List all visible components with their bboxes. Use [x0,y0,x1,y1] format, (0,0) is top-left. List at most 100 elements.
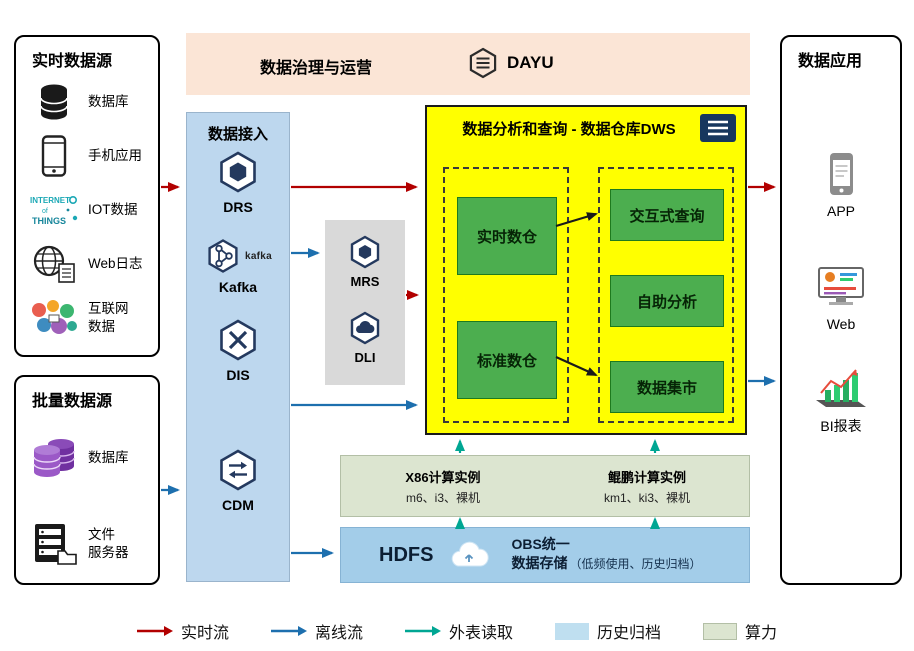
compute-panel: X86计算实例 m6、i3、裸机 鲲鹏计算实例 km1、ki3、裸机 [340,455,750,517]
legend-label: 离线流 [314,625,363,642]
governance-title: 数据治理与运营 [260,60,373,77]
app-item-bi: BI报表 [782,367,900,436]
drs-icon [220,151,256,193]
dli-icon [350,311,380,345]
consumer-interactive-query: 交互式查询 [610,189,724,241]
source-label: IOT数据 [88,202,138,218]
mobile-app-icon [28,135,80,177]
legend-compute: 算力 [703,619,777,643]
applications-panel: 数据应用 APP Web [780,35,902,585]
web-log-icon [28,244,80,284]
consumer-self-service-analysis: 自助分析 [610,275,724,327]
source-item-mobile: 手机应用 [18,129,156,183]
warehouse-standard: 标准数仓 [457,321,557,399]
bi-report-icon [816,369,866,407]
service-mrs: MRS [325,234,405,289]
batch-sources-panel: 批量数据源 数据库 [14,375,160,585]
internet-data-icon [28,298,80,338]
iot-icon: INTERNET of THINGS [28,191,80,229]
source-item-database: 数据库 [18,75,156,129]
warehouse-realtime: 实时数仓 [457,197,557,275]
archive-swatch [555,622,589,640]
realtime-sources-panel: 实时数据源 数据库 手机应用 [14,35,160,357]
service-label: DRS [223,199,253,215]
file-server-icon [28,522,80,566]
offline-flow-arrow-icon [270,626,307,636]
svg-text:THINGS: THINGS [32,216,66,226]
legend-label: 历史归档 [597,625,662,642]
compute-col-kunpeng: 鲲鹏计算实例 km1、ki3、裸机 [545,456,749,516]
dws-title: 数据分析和查询 - 数据仓库DWS [462,121,676,138]
legend-offline-flow: 离线流 [270,619,363,643]
legend-realtime-flow: 实时流 [136,619,229,643]
obs-text-block: OBS统一 数据存储（低频使用、历史归档） [511,536,701,574]
storage-panel: HDFS OBS统一 数据存储（低频使用、历史归档） [340,527,750,583]
web-monitor-icon [818,267,864,305]
dayu-brand: DAYU [466,46,554,80]
svg-text:INTERNET: INTERNET [30,196,70,205]
processing-panel: MRS DLI [325,220,405,385]
realtime-flow-arrow-icon [136,626,173,636]
ingestion-title: 数据接入 [207,126,268,143]
kafka-icon-row: kafka [204,237,272,275]
hdfs-label: HDFS [379,543,434,566]
compute-col-x86: X86计算实例 m6、i3、裸机 [341,456,545,516]
compute-title: X86计算实例 [405,469,481,485]
source-item-file-server: 文件 服务器 [18,501,156,587]
ingestion-panel: 数据接入 DRS kafka Kafka D [186,112,290,582]
applications-title: 数据应用 [798,53,863,70]
compute-swatch [703,622,738,640]
source-item-iot: INTERNET of THINGS IOT数据 [18,183,156,237]
source-label: 数据库 [88,94,129,110]
source-label: 文件 服务器 [88,527,129,560]
cdm-icon [220,449,256,491]
source-label: 数据库 [88,450,129,466]
service-label: CDM [222,497,254,513]
mrs-icon [350,235,380,269]
source-item-internet: 互联网 数据 [18,291,156,345]
dws-panel: 数据分析和查询 - 数据仓库DWS 实时数仓 标准数仓 交互式查询 自助分析 数… [425,105,747,435]
realtime-sources-list: 数据库 手机应用 INTERNET of THINGS [16,71,158,349]
source-item-batch-database: 数据库 [18,415,156,501]
warehouse-group: 实时数仓 标准数仓 [443,167,569,423]
governance-bar: 数据治理与运营 DAYU [186,33,750,95]
obs-note: （低频使用、历史归档） [569,556,702,571]
source-label: 手机应用 [88,148,142,164]
source-item-weblog: Web日志 [18,237,156,291]
dws-document-icon [699,113,737,148]
service-label: MRS [350,274,380,289]
service-label: DIS [226,367,250,383]
dayu-label: DAYU [507,53,554,72]
service-kafka: kafka Kafka [187,237,289,295]
service-cdm: CDM [187,447,289,513]
legend-label: 外表读取 [448,625,513,642]
consumer-data-mart: 数据集市 [610,361,724,413]
kafka-wordmark: kafka [244,250,273,262]
consumer-group: 交互式查询 自助分析 数据集市 [598,167,734,423]
compute-subtitle: km1、ki3、裸机 [603,490,690,505]
service-drs: DRS [187,149,289,215]
source-label: Web日志 [88,256,143,272]
legend-label: 实时流 [180,625,229,642]
service-dli: DLI [325,310,405,365]
dis-icon [220,319,256,361]
service-label: DLI [354,350,376,365]
app-phone-icon [829,153,853,195]
legend-external-read: 外表读取 [404,619,513,643]
kafka-icon [208,239,238,273]
compute-title: 鲲鹏计算实例 [607,469,686,485]
batch-database-icon [28,436,80,480]
app-label: BI报表 [820,418,862,434]
batch-sources-list: 数据库 文件 服务器 [16,411,158,591]
realtime-sources-title: 实时数据源 [32,53,113,70]
legend: 实时流 离线流 外表读取 历史归档 算力 [0,614,914,648]
svg-text:of: of [42,208,48,215]
app-item-web: Web [782,265,900,332]
compute-subtitle: m6、i3、裸机 [405,490,480,505]
dayu-icon [469,47,497,79]
app-label: APP [826,203,855,219]
source-label: 互联网 数据 [88,301,129,334]
service-dis: DIS [187,317,289,383]
app-label: Web [826,316,856,332]
